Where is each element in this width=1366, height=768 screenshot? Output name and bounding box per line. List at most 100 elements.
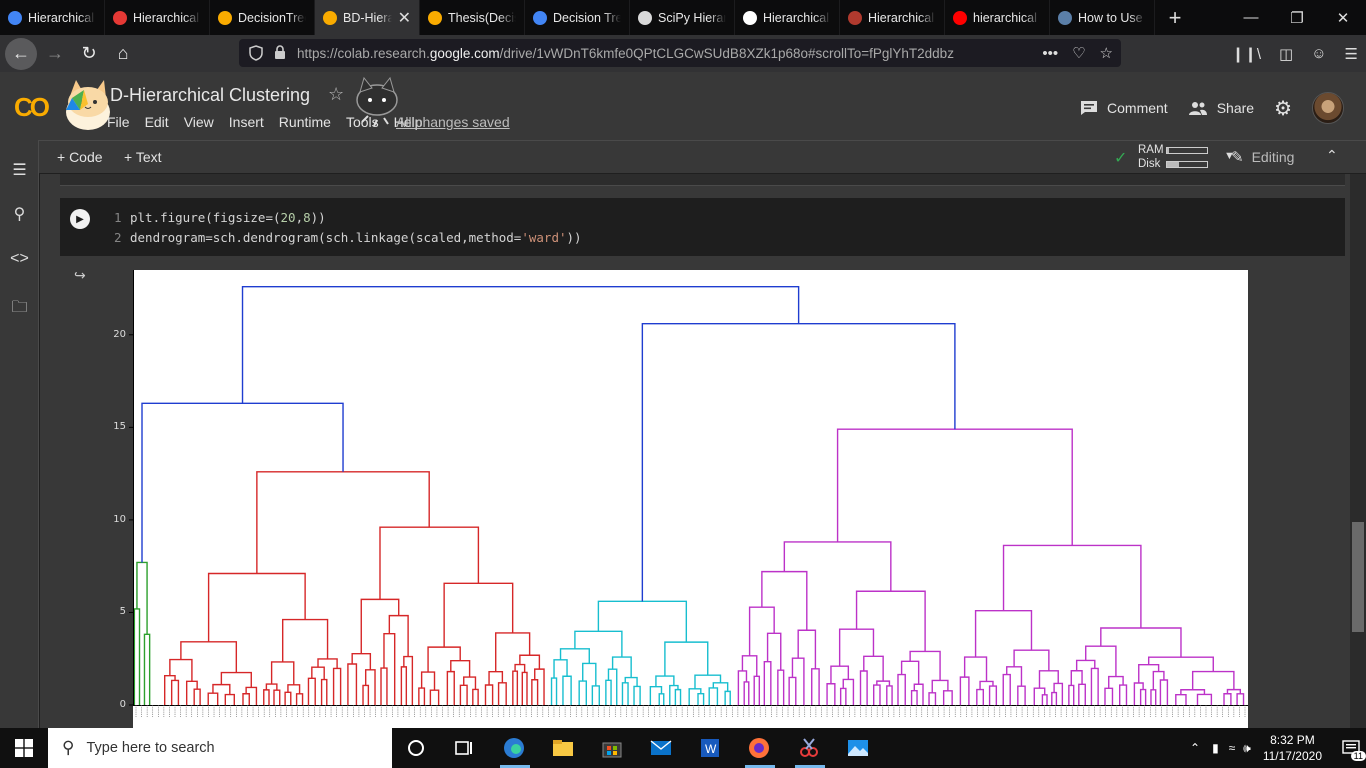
bookmark-star-icon[interactable]: ☆ xyxy=(1099,45,1113,62)
previous-cell[interactable] xyxy=(60,174,1345,186)
dendrogram-link xyxy=(886,685,893,705)
dendrogram-link xyxy=(783,541,892,592)
word-icon[interactable]: W xyxy=(698,736,722,760)
tab-close-icon[interactable]: ✕ xyxy=(397,9,411,27)
sidebar-icon[interactable]: ◫ xyxy=(1279,45,1294,63)
avatar[interactable] xyxy=(1312,92,1344,124)
menu-help[interactable]: Help xyxy=(393,114,423,130)
shield-icon[interactable] xyxy=(249,45,263,61)
reload-icon[interactable]: ↻ xyxy=(81,43,97,63)
dendrogram-link xyxy=(169,658,193,682)
files-folder-icon[interactable]: 🗀 xyxy=(11,299,28,316)
tab-label: DecisionTree xyxy=(238,10,306,25)
dendrogram-link xyxy=(427,646,461,673)
browser-tab[interactable]: How to Use xyxy=(1050,0,1155,35)
menu-runtime[interactable]: Runtime xyxy=(278,114,331,130)
browser-tab[interactable]: BD-Hierarchical✕ xyxy=(315,0,420,35)
cortana-icon[interactable] xyxy=(404,736,428,760)
dendrogram-link xyxy=(1139,688,1147,705)
clock[interactable]: 8:32 PM 11/17/2020 xyxy=(1263,732,1322,764)
wifi-icon[interactable]: ≈ xyxy=(1228,741,1236,755)
menu-tools[interactable]: Tools xyxy=(345,114,379,130)
battery-icon[interactable]: ▮ xyxy=(1212,741,1219,755)
snipping-tool-icon[interactable] xyxy=(797,736,821,760)
menu-view[interactable]: View xyxy=(183,114,214,130)
dendrogram-link xyxy=(379,526,480,600)
dendrogram-link xyxy=(942,690,953,705)
notebook-title[interactable]: D-Hierarchical Clustering xyxy=(110,85,311,105)
menu-insert[interactable]: Insert xyxy=(228,114,264,130)
settings-gear-icon[interactable]: ⚙ xyxy=(1274,97,1292,120)
window-controls: — ❐ ✕ xyxy=(1228,0,1366,35)
new-tab-button[interactable]: + xyxy=(1168,4,1182,30)
edge-browser-icon[interactable] xyxy=(502,736,526,760)
search-icon[interactable]: ⚲ xyxy=(13,206,26,223)
dendrogram-link xyxy=(1175,693,1187,705)
home-icon[interactable]: ⌂ xyxy=(117,43,129,63)
dendrogram-link xyxy=(605,679,612,705)
save-status-link[interactable]: All changes saved xyxy=(396,114,510,130)
address-bar[interactable]: https://colab.research.google.com/drive/… xyxy=(239,39,1121,67)
menu-edit[interactable]: Edit xyxy=(144,114,169,130)
connected-check-icon: ✓ xyxy=(1114,150,1128,167)
firefox-icon[interactable] xyxy=(747,736,771,760)
colab-logo[interactable]: CO xyxy=(14,92,50,122)
browser-tab[interactable]: Hierarchical xyxy=(105,0,210,35)
editing-mode-button[interactable]: ✎ Editing xyxy=(1231,149,1295,166)
resource-monitor[interactable]: ✓ RAM Disk ▼ xyxy=(1074,143,1235,173)
page-actions-icon[interactable]: ••• xyxy=(1042,44,1059,62)
pocket-icon[interactable]: ♡ xyxy=(1072,45,1086,62)
mail-icon[interactable] xyxy=(649,736,673,760)
notifications-icon[interactable]: 11 xyxy=(1336,728,1366,768)
share-button[interactable]: Share xyxy=(1188,100,1254,116)
close-window-icon[interactable]: ✕ xyxy=(1336,9,1350,27)
dendrogram-link xyxy=(664,641,709,677)
lock-icon[interactable] xyxy=(274,45,286,60)
comment-button[interactable]: Comment xyxy=(1080,100,1168,116)
windows-start-icon[interactable] xyxy=(0,728,48,768)
code-snippets-icon[interactable]: <> xyxy=(10,250,29,267)
browser-tab[interactable]: Thesis(Decision xyxy=(420,0,525,35)
scrollbar-thumb[interactable] xyxy=(1352,522,1364,632)
dendrogram-link xyxy=(1191,670,1235,690)
show-hidden-icons-chevron-icon[interactable]: ⌃ xyxy=(1190,741,1201,755)
browser-tab[interactable]: Hierarchical xyxy=(735,0,840,35)
taskbar-search-box[interactable]: ⚲ Type here to search xyxy=(48,728,392,768)
star-icon[interactable]: ☆ xyxy=(328,84,345,104)
dendrogram-link xyxy=(207,572,306,642)
file-explorer-icon[interactable] xyxy=(551,736,575,760)
collapse-chevron-icon[interactable]: ⌃ xyxy=(1326,147,1338,163)
volume-icon[interactable]: 🕪 xyxy=(1243,740,1251,755)
dendrogram-link xyxy=(133,608,141,705)
dropdown-caret-icon[interactable]: ▼ xyxy=(1224,150,1235,162)
add-text-button[interactable]: + Text xyxy=(124,149,162,165)
task-view-icon[interactable] xyxy=(452,736,476,760)
app-menu-icon[interactable]: ☰ xyxy=(1344,45,1358,63)
add-code-button[interactable]: + Code xyxy=(57,149,103,165)
table-of-contents-icon[interactable]: ☰ xyxy=(12,162,27,179)
photos-icon[interactable] xyxy=(846,736,870,760)
forward-arrow-icon[interactable]: → xyxy=(46,43,64,63)
output-toggle-icon[interactable]: ↪ xyxy=(74,267,86,283)
minimize-icon[interactable]: — xyxy=(1243,9,1259,26)
run-cell-button[interactable]: ▶ xyxy=(70,209,90,229)
content-scrollbar[interactable] xyxy=(1350,174,1366,728)
browser-tab[interactable]: SciPy Hierarchy xyxy=(630,0,735,35)
pencil-icon: ✎ xyxy=(1231,149,1244,166)
dendrogram-link xyxy=(741,655,758,677)
browser-tab[interactable]: Decision Tree xyxy=(525,0,630,35)
browser-tab[interactable]: Hierarchical xyxy=(0,0,105,35)
account-icon[interactable]: ☺ xyxy=(1311,45,1327,62)
dendrogram-link xyxy=(388,614,409,657)
browser-tab[interactable]: Hierarchical xyxy=(840,0,945,35)
browser-tab[interactable]: DecisionTree xyxy=(210,0,315,35)
menu-file[interactable]: File xyxy=(107,114,130,130)
restore-icon[interactable]: ❐ xyxy=(1290,9,1304,27)
library-icon[interactable]: ❙❙\ xyxy=(1231,45,1262,63)
back-arrow-icon[interactable]: ← xyxy=(5,37,37,70)
store-icon[interactable] xyxy=(600,736,624,760)
browser-tab[interactable]: hierarchical xyxy=(945,0,1050,35)
